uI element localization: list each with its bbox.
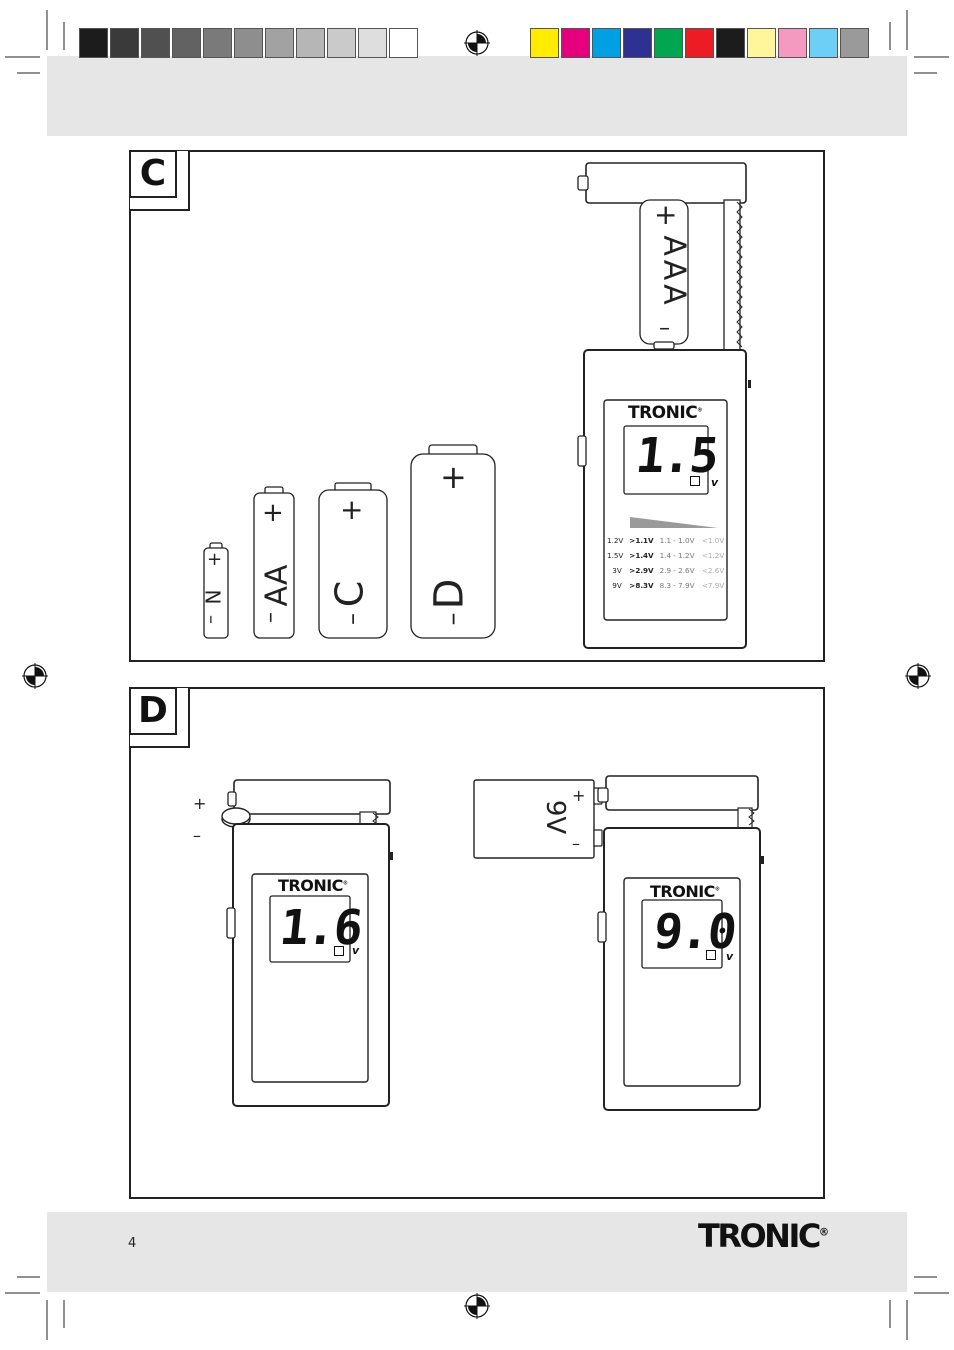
tester-d-left-lcd-square	[334, 946, 344, 956]
coin-cell-minus: –	[193, 826, 201, 845]
battery-aa-outline	[253, 486, 295, 639]
color-swatch	[561, 28, 590, 58]
tester-c-lcd-square	[690, 476, 700, 486]
tester-c-aaa-minus: –	[659, 316, 670, 341]
battery-d-plus: +	[440, 458, 467, 496]
figure-d-label: D	[129, 687, 177, 735]
tester-c-unit: v	[711, 476, 719, 489]
tester-c-reading: 1.5	[633, 428, 720, 484]
battery-aa-plus: +	[262, 498, 284, 528]
gray-swatch	[141, 28, 170, 58]
voltage-table-row: 1.5V >1.4V 1.4 - 1.2V <1.2V	[607, 551, 725, 560]
battery-n-minus: –	[200, 615, 221, 624]
battery-n-outline	[203, 542, 229, 639]
color-swatch	[840, 28, 869, 58]
registration-target-icon	[22, 663, 48, 689]
battery-n-plus: +	[207, 549, 223, 570]
gray-swatch	[389, 28, 418, 58]
voltage-table-row: 9V >8.3V 8.3 - 7.9V <7.9V	[612, 581, 725, 590]
tester-d-left-unit: v	[352, 944, 360, 957]
battery-d-label: D	[426, 578, 473, 610]
gray-swatch	[172, 28, 201, 58]
battery-9v-plus: +	[572, 786, 586, 805]
gray-swatch	[327, 28, 356, 58]
voltage-table-row: 1.2V >1.1V 1.1 - 1.0V <1.0V	[607, 536, 725, 545]
color-swatch	[623, 28, 652, 58]
battery-c-plus: +	[340, 493, 364, 526]
battery-n-label: N	[201, 589, 226, 605]
gray-swatch	[110, 28, 139, 58]
battery-9v-label: 9V	[540, 799, 571, 835]
footer-band	[47, 1212, 907, 1292]
gray-swatch	[203, 28, 232, 58]
battery-9v-minus: –	[572, 834, 580, 853]
battery-d-minus: –	[437, 612, 468, 626]
color-swatch	[654, 28, 683, 58]
tester-c-aaa-label: AAA	[656, 235, 692, 308]
gray-swatch	[296, 28, 325, 58]
voltage-table-row: 3V >2.9V 2.9 - 2.6V <2.6V	[612, 566, 725, 575]
page-number: 4	[128, 1236, 137, 1251]
battery-c-minus: –	[338, 613, 366, 625]
tester-c-aaa-plus: +	[654, 198, 678, 231]
coin-cell-plus: +	[193, 794, 207, 813]
tester-d-right-reading: 9.0	[651, 904, 738, 960]
battery-aa-minus: –	[258, 612, 283, 623]
battery-c-outline	[318, 482, 388, 639]
battery-c-label: C	[327, 580, 372, 608]
registration-target-icon	[464, 30, 490, 56]
tester-d-right-body	[473, 775, 764, 1111]
tester-d-left-brand: TRONIC®	[278, 876, 349, 895]
color-swatch	[716, 28, 745, 58]
gray-swatch	[79, 28, 108, 58]
tester-c-body	[577, 162, 751, 649]
color-swatch	[747, 28, 776, 58]
tester-d-right-unit: v	[726, 950, 734, 963]
registration-target-icon	[464, 1293, 490, 1319]
tester-d-right-lcd-square	[706, 950, 716, 960]
color-swatch	[592, 28, 621, 58]
tester-c-brand: TRONIC®	[628, 403, 703, 423]
registration-target-icon	[905, 663, 931, 689]
tester-d-left-body	[221, 779, 393, 1107]
tester-d-right-brand: TRONIC®	[650, 882, 721, 901]
color-swatch	[530, 28, 559, 58]
color-swatch	[685, 28, 714, 58]
header-band	[47, 56, 907, 136]
battery-aa-label: AA	[259, 564, 295, 607]
color-swatch	[778, 28, 807, 58]
gray-swatch	[234, 28, 263, 58]
footer-brand-logo: TRONIC®	[698, 1217, 830, 1255]
figure-c-label: C	[129, 150, 177, 198]
gray-swatch	[265, 28, 294, 58]
gray-swatch	[358, 28, 387, 58]
battery-d-outline	[410, 444, 496, 639]
color-swatch	[809, 28, 838, 58]
tester-d-left-reading: 1.6	[277, 900, 364, 956]
